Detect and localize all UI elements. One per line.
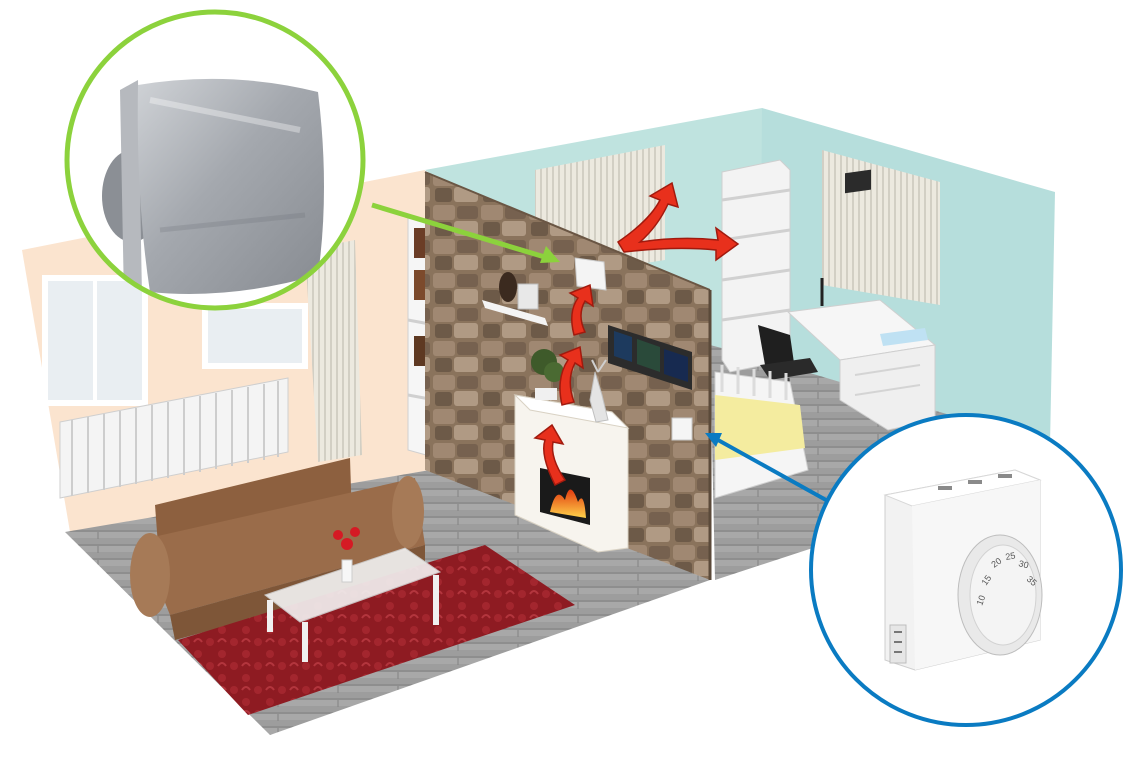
living-room-curtain bbox=[305, 240, 362, 462]
bed bbox=[714, 365, 809, 499]
airflow-arrow-split bbox=[616, 181, 740, 262]
airflow-arrow-1 bbox=[533, 423, 567, 487]
airflow-arrow-2 bbox=[558, 345, 584, 406]
deer-figurine bbox=[589, 359, 609, 423]
thermostat-zoom-ring bbox=[809, 413, 1123, 727]
thermostat-callout: 10 15 20 25 30 35 bbox=[705, 413, 1123, 727]
corner-shelf bbox=[721, 159, 791, 373]
dial-label-4: 25 bbox=[1005, 550, 1017, 562]
fan-cover-plate bbox=[137, 78, 324, 294]
bonsai-plant bbox=[531, 349, 564, 400]
dial-label-5: 30 bbox=[1017, 558, 1029, 570]
dial-label-1: 10 bbox=[974, 594, 987, 607]
frame bbox=[517, 283, 539, 310]
radiator bbox=[59, 377, 289, 499]
exhaust-fan-callout bbox=[64, 9, 560, 311]
exhaust-fan-zoom bbox=[102, 78, 324, 300]
thermostat-zoom: 10 15 20 25 30 35 bbox=[883, 469, 1043, 671]
vase bbox=[499, 272, 517, 302]
fan-zoom-ring bbox=[64, 9, 366, 311]
living-room-window-left bbox=[42, 275, 148, 406]
fan-callout-line bbox=[371, 202, 549, 261]
wall-thermostat bbox=[671, 417, 693, 441]
thermostat-callout-arrowhead bbox=[705, 433, 722, 447]
coffee-table bbox=[263, 527, 442, 662]
fire bbox=[550, 489, 586, 518]
dial-label-2: 15 bbox=[979, 573, 993, 587]
living-room-window-right bbox=[202, 303, 308, 369]
rug bbox=[178, 545, 575, 715]
dial-label-6: 35 bbox=[1025, 574, 1039, 588]
desk bbox=[786, 169, 937, 431]
thermostat-switch bbox=[889, 624, 907, 664]
wall-pictures bbox=[608, 325, 692, 390]
wall-shelf bbox=[482, 300, 548, 326]
airflow-arrow-3 bbox=[568, 283, 594, 336]
wall-fan bbox=[574, 257, 607, 291]
thermostat-callout-line bbox=[717, 438, 836, 507]
dial-label-3: 20 bbox=[989, 556, 1003, 570]
airflow-arrows bbox=[533, 181, 740, 487]
fan-callout-arrowhead bbox=[540, 246, 560, 263]
